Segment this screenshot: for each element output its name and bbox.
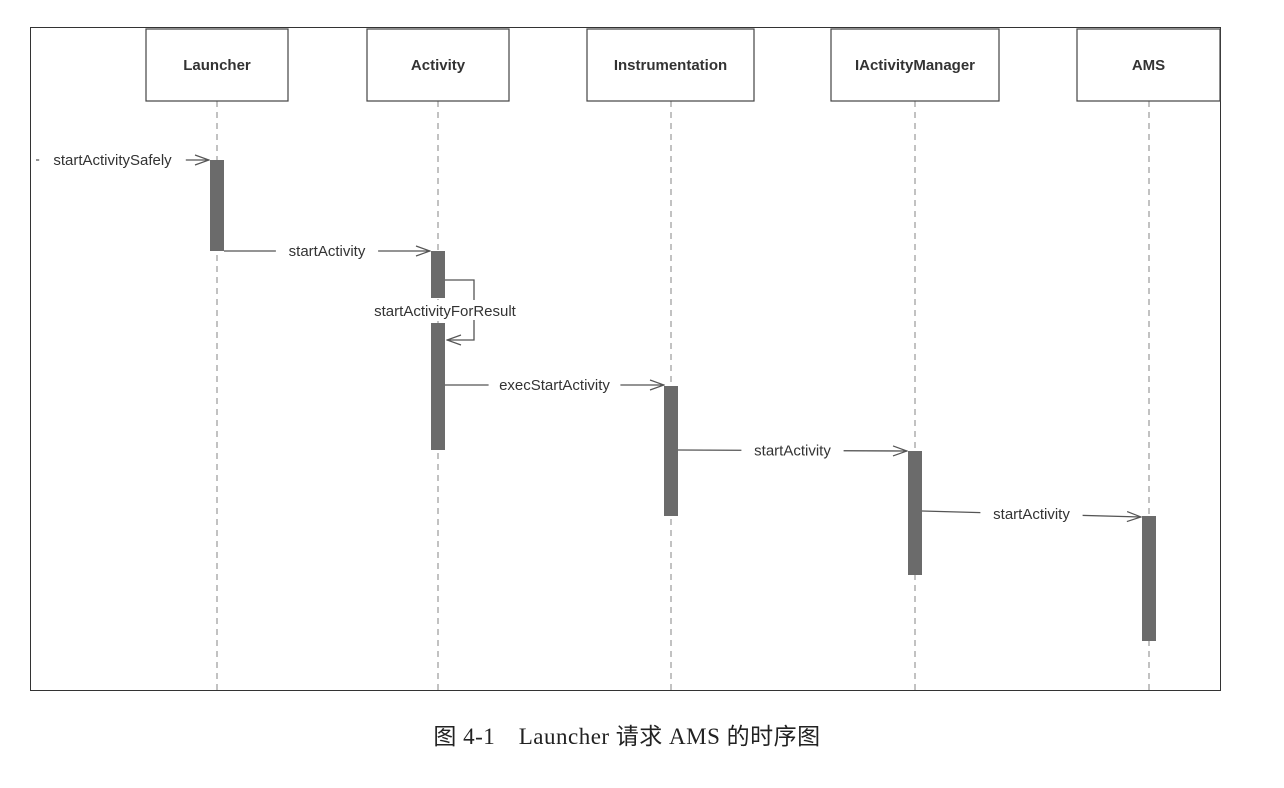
message-label-bg-m4 xyxy=(741,440,844,459)
participant-label-launcher: Launcher xyxy=(183,57,251,74)
participant-box-launcher xyxy=(145,28,289,102)
activation-bar-ams-5 xyxy=(1142,516,1156,641)
message-label-m4: startActivity xyxy=(754,443,831,460)
participant-box-iactivitymanager xyxy=(830,28,1000,102)
message-label-m1: startActivity xyxy=(289,243,366,260)
participant-box-instrumentation xyxy=(586,28,755,102)
participant-box-activity xyxy=(366,28,510,102)
activation-bar-launcher-0 xyxy=(210,160,224,251)
message-label-m3: execStartActivity xyxy=(499,377,610,394)
activation-bar-activity-1 xyxy=(431,251,445,298)
message-label-bg-m2 xyxy=(360,300,532,320)
activation-bar-activity-2 xyxy=(431,323,445,450)
message-label-m5: startActivity xyxy=(993,506,1070,523)
message-label-bg-m1 xyxy=(275,241,379,259)
figure-caption: 图 4-1 Launcher 请求 AMS 的时序图 xyxy=(433,724,821,749)
message-label-bg-m3 xyxy=(488,375,621,393)
participant-box-ams xyxy=(1076,28,1221,102)
message-label-bg-m0 xyxy=(39,150,186,168)
participant-label-instrumentation: Instrumentation xyxy=(614,57,727,74)
activation-bar-instrumentation-3 xyxy=(664,386,678,516)
sequence-diagram: Launcher Activity Instrumentation IActivity… xyxy=(36,28,1221,690)
message-label-m2: startActivityForResult xyxy=(374,303,517,320)
diagram-frame xyxy=(30,27,1221,691)
message-label-bg-m5 xyxy=(980,504,1083,522)
activation-bar-iactivitymanager-4 xyxy=(908,451,922,575)
participant-label-ams: AMS xyxy=(1132,57,1165,74)
participant-label-iactivitymanager: IActivityManager xyxy=(855,57,975,74)
message-label-m0: startActivitySafely xyxy=(53,152,172,169)
participant-label-activity: Activity xyxy=(411,57,466,74)
